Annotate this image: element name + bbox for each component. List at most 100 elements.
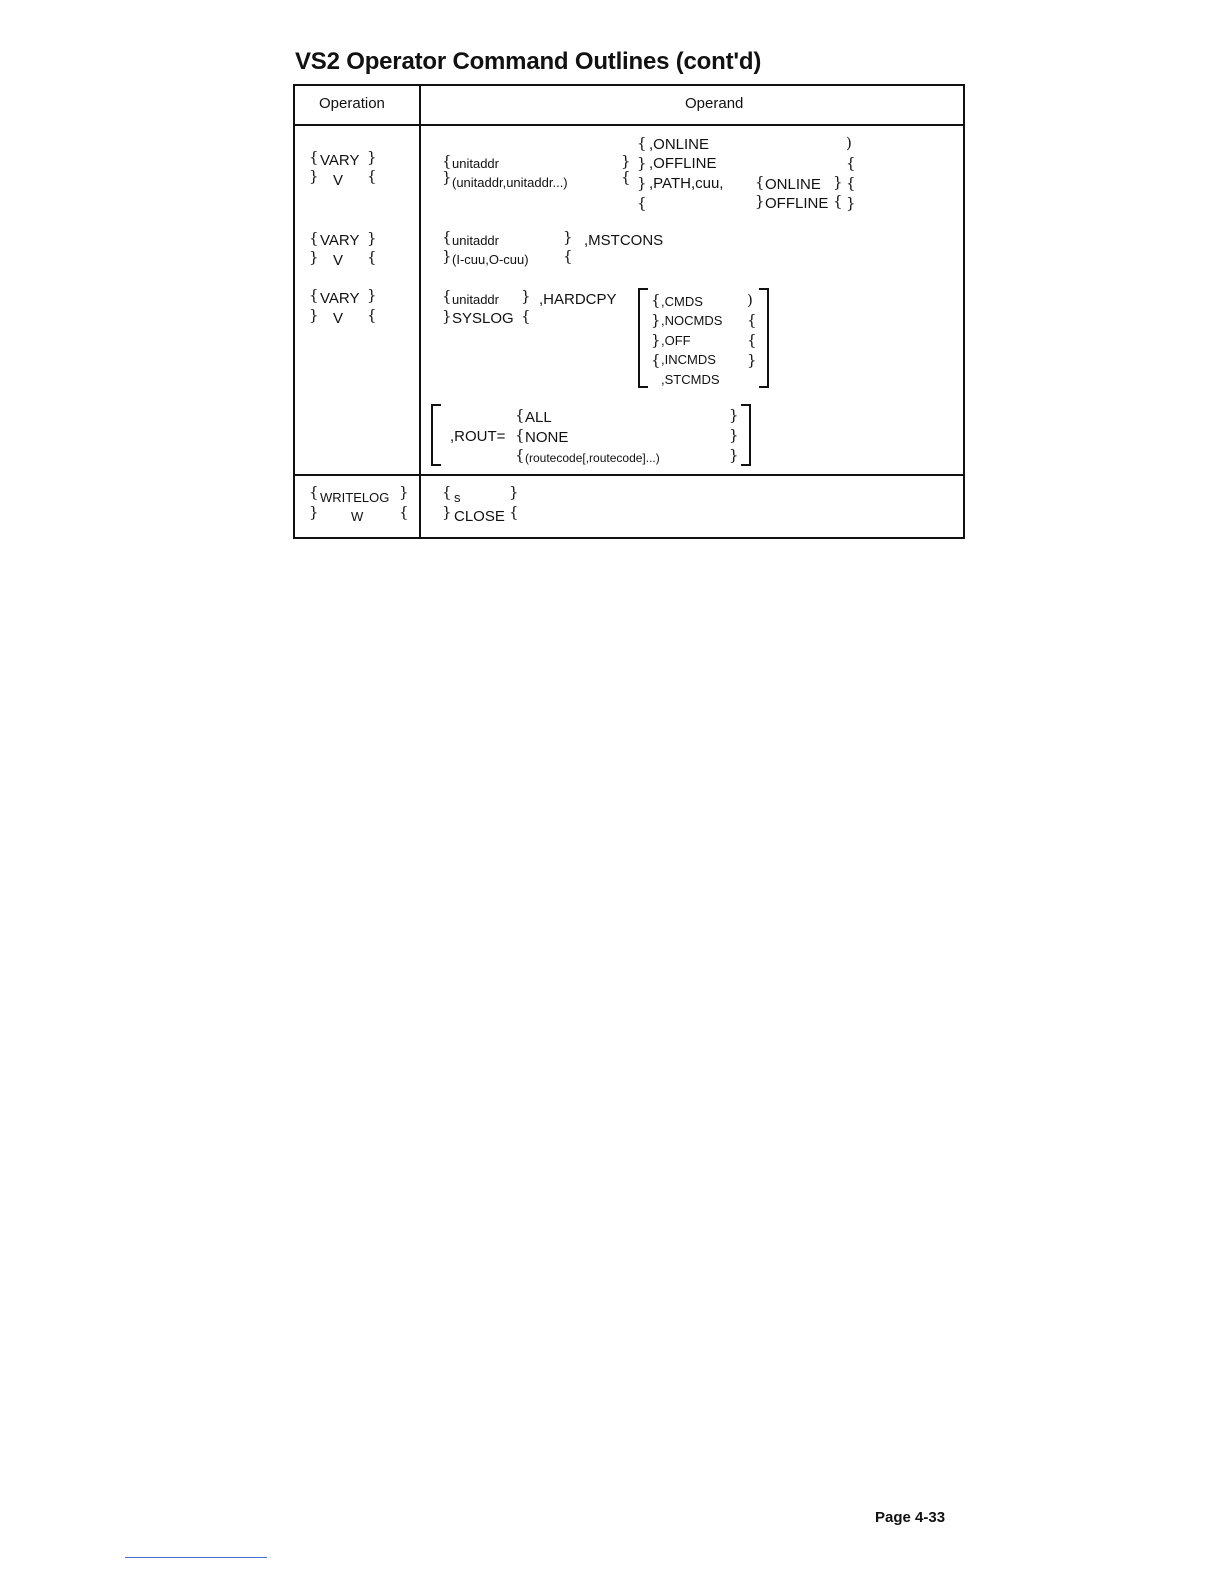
right-brace: { <box>833 192 843 210</box>
right-brace: { <box>747 311 757 329</box>
header-operation: Operation <box>319 95 385 112</box>
operation-abbrev: V <box>333 310 344 327</box>
right-brace: } <box>367 229 377 247</box>
right-brace: { <box>367 167 377 185</box>
operand-path: ,PATH,cuu, <box>649 175 724 192</box>
command-outline-table: Operation Operand { } VARY V } { { } uni… <box>293 84 965 539</box>
operand-unitaddr: unitaddr <box>452 292 499 307</box>
operand-path-online: ONLINE <box>765 176 821 193</box>
right-brace: { <box>367 248 377 266</box>
column-divider <box>419 86 421 537</box>
right-brace: { <box>846 174 856 192</box>
right-brace: ) <box>846 134 852 152</box>
right-brace: ) <box>747 291 753 309</box>
left-brace: } <box>442 307 452 325</box>
right-brace: { <box>747 331 757 349</box>
row-divider <box>295 474 963 476</box>
left-brace: } <box>442 247 452 265</box>
right-bracket <box>741 404 751 466</box>
left-brace: } <box>442 503 452 521</box>
left-brace: } <box>309 503 319 521</box>
operand-online: ,ONLINE <box>649 136 710 153</box>
rout-none: NONE <box>525 429 569 446</box>
operand-syslog: SYSLOG <box>452 310 514 327</box>
left-brace: { <box>515 426 525 444</box>
operation-abbrev: W <box>351 509 364 524</box>
operation-name: VARY <box>320 152 360 169</box>
left-brace: } <box>309 248 319 266</box>
operand-io-cuu: (I-cuu,O-cuu) <box>452 252 529 267</box>
operation-name: VARY <box>320 232 360 249</box>
left-bracket <box>431 404 441 466</box>
rout-routecode: (routecode[,routecode]...) <box>525 451 660 465</box>
left-brace: } <box>637 154 647 172</box>
right-brace: } <box>833 173 843 191</box>
left-brace: } <box>309 306 319 324</box>
right-brace: } <box>367 286 377 304</box>
right-brace: } <box>846 194 856 212</box>
right-brace: } <box>367 148 377 166</box>
right-brace: { <box>621 168 631 186</box>
left-brace: { <box>442 483 452 501</box>
left-brace: { <box>309 229 319 247</box>
left-brace: } <box>755 192 765 210</box>
operand-hardcpy: ,HARDCPY <box>539 291 617 308</box>
right-brace: } <box>729 406 739 424</box>
right-brace: } <box>729 446 739 464</box>
option-cmds: ,CMDS <box>661 294 703 309</box>
page-title: VS2 Operator Command Outlines (cont'd) <box>295 48 762 75</box>
option-off: ,OFF <box>661 333 691 348</box>
operand-path-offline: OFFLINE <box>765 195 829 212</box>
operand-unitaddr: unitaddr <box>452 156 499 171</box>
left-brace: { <box>755 173 765 191</box>
option-nocmds: ,NOCMDS <box>661 313 723 328</box>
left-brace: { <box>442 152 452 170</box>
left-brace: { <box>442 228 452 246</box>
right-brace: { <box>521 307 531 325</box>
left-brace: { <box>309 148 319 166</box>
left-brace: { <box>309 286 319 304</box>
right-bracket <box>759 288 769 388</box>
left-bracket <box>638 288 648 388</box>
right-brace: { <box>367 306 377 324</box>
operation-name: WRITELOG <box>320 490 390 505</box>
header-divider <box>295 124 963 126</box>
right-brace: { <box>846 154 856 172</box>
header-operand: Operand <box>685 95 744 112</box>
left-brace: } <box>637 174 647 192</box>
left-brace: { <box>637 194 647 212</box>
right-brace: { <box>563 247 573 265</box>
left-brace: } <box>651 311 661 329</box>
operand-mstcons: ,MSTCONS <box>584 232 664 249</box>
rout-all: ALL <box>525 409 552 426</box>
operation-abbrev: V <box>333 252 344 269</box>
left-brace: } <box>442 168 452 186</box>
left-brace: { <box>515 446 525 464</box>
right-brace: } <box>729 426 739 444</box>
left-brace: { <box>651 351 661 369</box>
page-number: Page 4-33 <box>875 1509 946 1526</box>
right-brace: } <box>747 351 757 369</box>
operand-unitaddr: unitaddr <box>452 233 499 248</box>
operand-rout: ,ROUT= <box>450 428 506 445</box>
option-incmds: ,INCMDS <box>661 352 716 367</box>
operation-name: VARY <box>320 290 360 307</box>
left-brace: { <box>637 134 647 152</box>
right-brace: } <box>399 483 409 501</box>
left-brace: } <box>309 167 319 185</box>
footer-rule <box>125 1557 267 1558</box>
left-brace: { <box>515 406 525 424</box>
left-brace: } <box>651 331 661 349</box>
operand-offline: ,OFFLINE <box>649 155 717 172</box>
right-brace: } <box>563 228 573 246</box>
operand-s: s <box>454 490 461 505</box>
right-brace: { <box>509 503 519 521</box>
operand-close: CLOSE <box>454 508 505 525</box>
left-brace: { <box>442 287 452 305</box>
option-stcmds: ,STCMDS <box>661 372 720 387</box>
left-brace: { <box>651 291 661 309</box>
left-brace: { <box>309 483 319 501</box>
right-brace: } <box>621 152 631 170</box>
right-brace: } <box>509 483 519 501</box>
